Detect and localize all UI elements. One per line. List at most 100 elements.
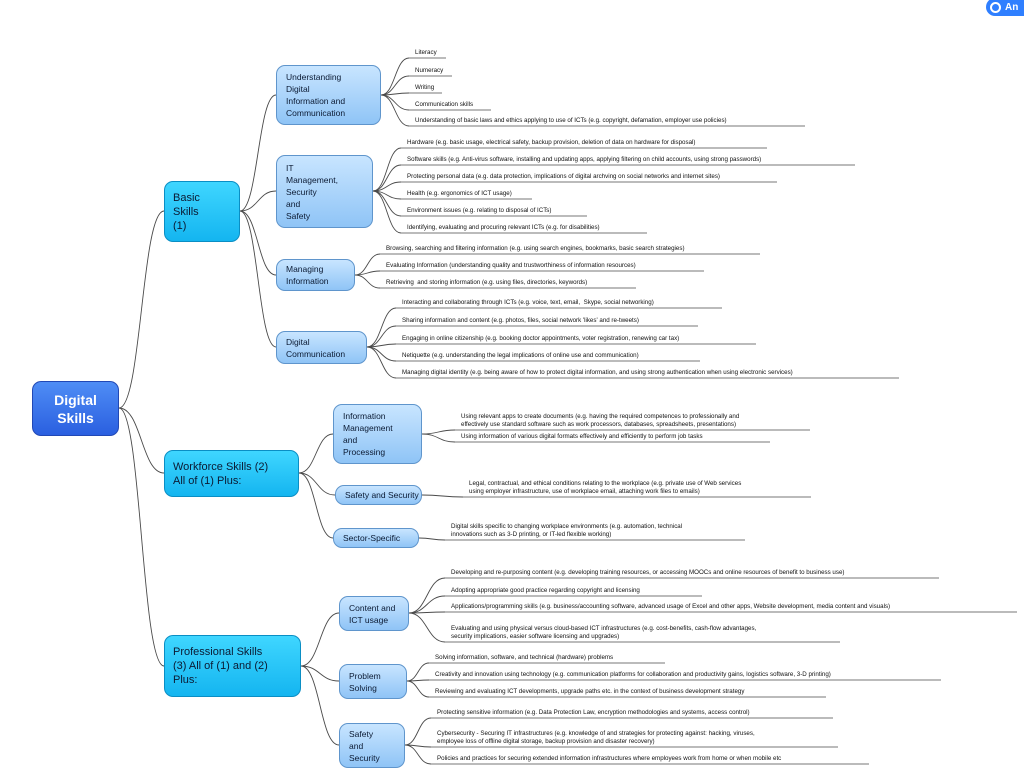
link-professional-problem-2 <box>406 680 430 698</box>
leaf-item[interactable]: Managing digital identity (e.g. being aw… <box>402 369 793 376</box>
managing-information-label: Managing Information <box>286 264 329 286</box>
link-basic-communication <box>239 210 277 348</box>
leaf-item[interactable]: Netiquette (e.g. understanding the legal… <box>402 352 639 359</box>
link-professional-content-3 <box>408 612 446 643</box>
leaf-item[interactable]: Developing and re-purposing content (e.g… <box>451 569 845 576</box>
node-managing-information[interactable]: Managing Information <box>276 259 355 291</box>
link-root-workforce <box>118 407 165 474</box>
leaf-item[interactable]: Sharing information and content (e.g. ph… <box>402 317 639 324</box>
link-professional-problem-1 <box>406 679 430 682</box>
leaf-item[interactable]: Evaluating Information (understanding qu… <box>386 262 636 269</box>
link-basic-communication-3 <box>366 346 397 362</box>
link-workforce-info-0 <box>421 429 456 435</box>
leaf-item[interactable]: Creativity and innovation using technolo… <box>435 671 831 678</box>
digital-communication-label: Digital Communication <box>286 336 346 359</box>
link-basic-managing <box>239 210 277 276</box>
leaf-item[interactable]: Engaging in online citizenship (e.g. boo… <box>402 335 680 342</box>
leaf-item[interactable]: Digital skills specific to changing work… <box>451 523 683 538</box>
link-professional-content-2 <box>408 611 446 614</box>
node-it-management[interactable]: IT Management, Security and Safety <box>276 155 373 228</box>
leaf-item[interactable]: Solving information, software, and techn… <box>435 654 614 661</box>
content-ict-label: Content and ICT usage <box>349 602 396 625</box>
leaf-item[interactable]: Retrieving and storing information (e.g.… <box>386 279 588 286</box>
leaf-item[interactable]: Cybersecurity - Securing IT infrastructu… <box>437 730 755 745</box>
link-professional-content-1 <box>408 595 446 614</box>
link-basic-managing-1 <box>354 270 381 276</box>
leaf-item[interactable]: Policies and practices for securing exte… <box>437 755 782 762</box>
leaf-item[interactable]: Hardware (e.g. basic usage, electrical s… <box>407 139 696 146</box>
leaf-item[interactable]: Adopting appropriate good practice regar… <box>451 587 640 594</box>
link-basic-it-1 <box>372 164 402 192</box>
workforce-skills-label: Workforce Skills (2) All of (1) Plus: <box>173 460 269 487</box>
leaf-item[interactable]: Protecting sensitive information (e.g. D… <box>437 709 750 716</box>
link-basic-it-2 <box>372 181 402 192</box>
link-professional-problem <box>300 665 340 682</box>
leaf-item[interactable]: Literacy <box>415 49 437 56</box>
link-professional-problem-0 <box>406 662 430 682</box>
leaf-item[interactable]: Environment issues (e.g. relating to dis… <box>407 207 552 214</box>
link-basic-communication-4 <box>366 346 397 379</box>
link-basic-communication-0 <box>366 307 397 348</box>
link-basic-managing-0 <box>354 253 381 276</box>
link-professional-safety-0 <box>404 717 432 746</box>
leaf-item[interactable]: Using information of various digital for… <box>461 433 703 440</box>
link-basic-understanding-4 <box>380 94 410 127</box>
link-professional-content-0 <box>408 577 446 614</box>
node-sector-specific[interactable]: Sector-Specific <box>333 528 419 548</box>
leaf-item[interactable]: Numeracy <box>415 67 444 74</box>
leaf-item[interactable]: Communication skills <box>415 101 474 108</box>
link-basic-it <box>239 190 277 212</box>
link-basic-understanding <box>239 94 277 212</box>
link-root-basic <box>118 210 165 409</box>
leaf-item[interactable]: Reviewing and evaluating ICT development… <box>435 688 745 695</box>
leaf-item[interactable]: Understanding of basic laws and ethics a… <box>415 117 727 124</box>
node-basic-skills[interactable]: Basic Skills (1) <box>164 181 240 242</box>
leaf-item[interactable]: Interacting and collaborating through IC… <box>402 299 654 306</box>
link-workforce-info-1 <box>421 433 456 443</box>
leaf-item[interactable]: Browsing, searching and filtering inform… <box>386 245 685 252</box>
workforce-safety-label: Safety and Security <box>345 490 419 500</box>
node-workforce-skills[interactable]: Workforce Skills (2) All of (1) Plus: <box>164 450 299 497</box>
sector-specific-label: Sector-Specific <box>343 533 401 543</box>
it-management-label: IT Management, Security and Safety <box>286 162 338 221</box>
link-basic-it-4 <box>372 190 402 217</box>
node-content-ict-usage[interactable]: Content and ICT usage <box>339 596 409 631</box>
problem-solving-label: Problem Solving <box>349 670 381 693</box>
understanding-label: Understanding Digital Information and Co… <box>286 72 346 118</box>
root-label: Digital Skills <box>54 391 97 426</box>
link-professional-content <box>300 612 340 667</box>
node-professional-safety-security[interactable]: Safety and Security <box>339 723 405 768</box>
link-workforce-safety-0 <box>421 494 464 498</box>
leaf-item[interactable]: Protecting personal data (e.g. data prot… <box>407 173 720 180</box>
basic-skills-label: Basic Skills (1) <box>173 191 200 232</box>
app-badge[interactable]: An <box>986 0 1024 16</box>
node-understanding-digital-information[interactable]: Understanding Digital Information and Co… <box>276 65 381 125</box>
link-root-professional <box>118 407 165 667</box>
leaf-item[interactable]: Writing <box>415 84 435 91</box>
leaf-item[interactable]: Health (e.g. ergonomics of ICT usage) <box>407 190 512 197</box>
link-basic-understanding-2 <box>380 92 410 96</box>
badge-label: An <box>1005 1 1019 13</box>
leaf-item[interactable]: Applications/programming skills (e.g. bu… <box>451 603 891 610</box>
link-basic-communication-1 <box>366 325 397 348</box>
link-workforce-sector <box>298 472 334 539</box>
node-workforce-safety-security[interactable]: Safety and Security <box>335 485 422 505</box>
node-professional-skills[interactable]: Professional Skills (3) All of (1) and (… <box>164 635 301 697</box>
professional-safety-label: Safety and Security <box>349 728 380 763</box>
root-node-digital-skills[interactable]: Digital Skills <box>32 381 119 436</box>
node-information-management-processing[interactable]: Information Management and Processing <box>333 404 422 464</box>
link-basic-it-0 <box>372 147 402 192</box>
leaf-item[interactable]: Legal, contractual, and ethical conditio… <box>469 480 742 495</box>
link-professional-safety <box>300 665 340 746</box>
link-basic-it-5 <box>372 190 402 234</box>
node-digital-communication[interactable]: Digital Communication <box>276 331 367 364</box>
circle-icon <box>990 1 1001 13</box>
leaf-item[interactable]: Identifying, evaluating and procuring re… <box>407 224 600 231</box>
information-management-label: Information Management and Processing <box>343 411 393 457</box>
link-professional-safety-1 <box>404 744 432 748</box>
leaf-item[interactable]: Evaluating and using physical versus clo… <box>451 625 757 640</box>
node-problem-solving[interactable]: Problem Solving <box>339 664 407 699</box>
link-workforce-sector-0 <box>418 537 446 541</box>
leaf-item[interactable]: Software skills (e.g. Anti-virus softwar… <box>407 156 762 163</box>
leaf-item[interactable]: Using relevant apps to create documents … <box>461 413 740 428</box>
